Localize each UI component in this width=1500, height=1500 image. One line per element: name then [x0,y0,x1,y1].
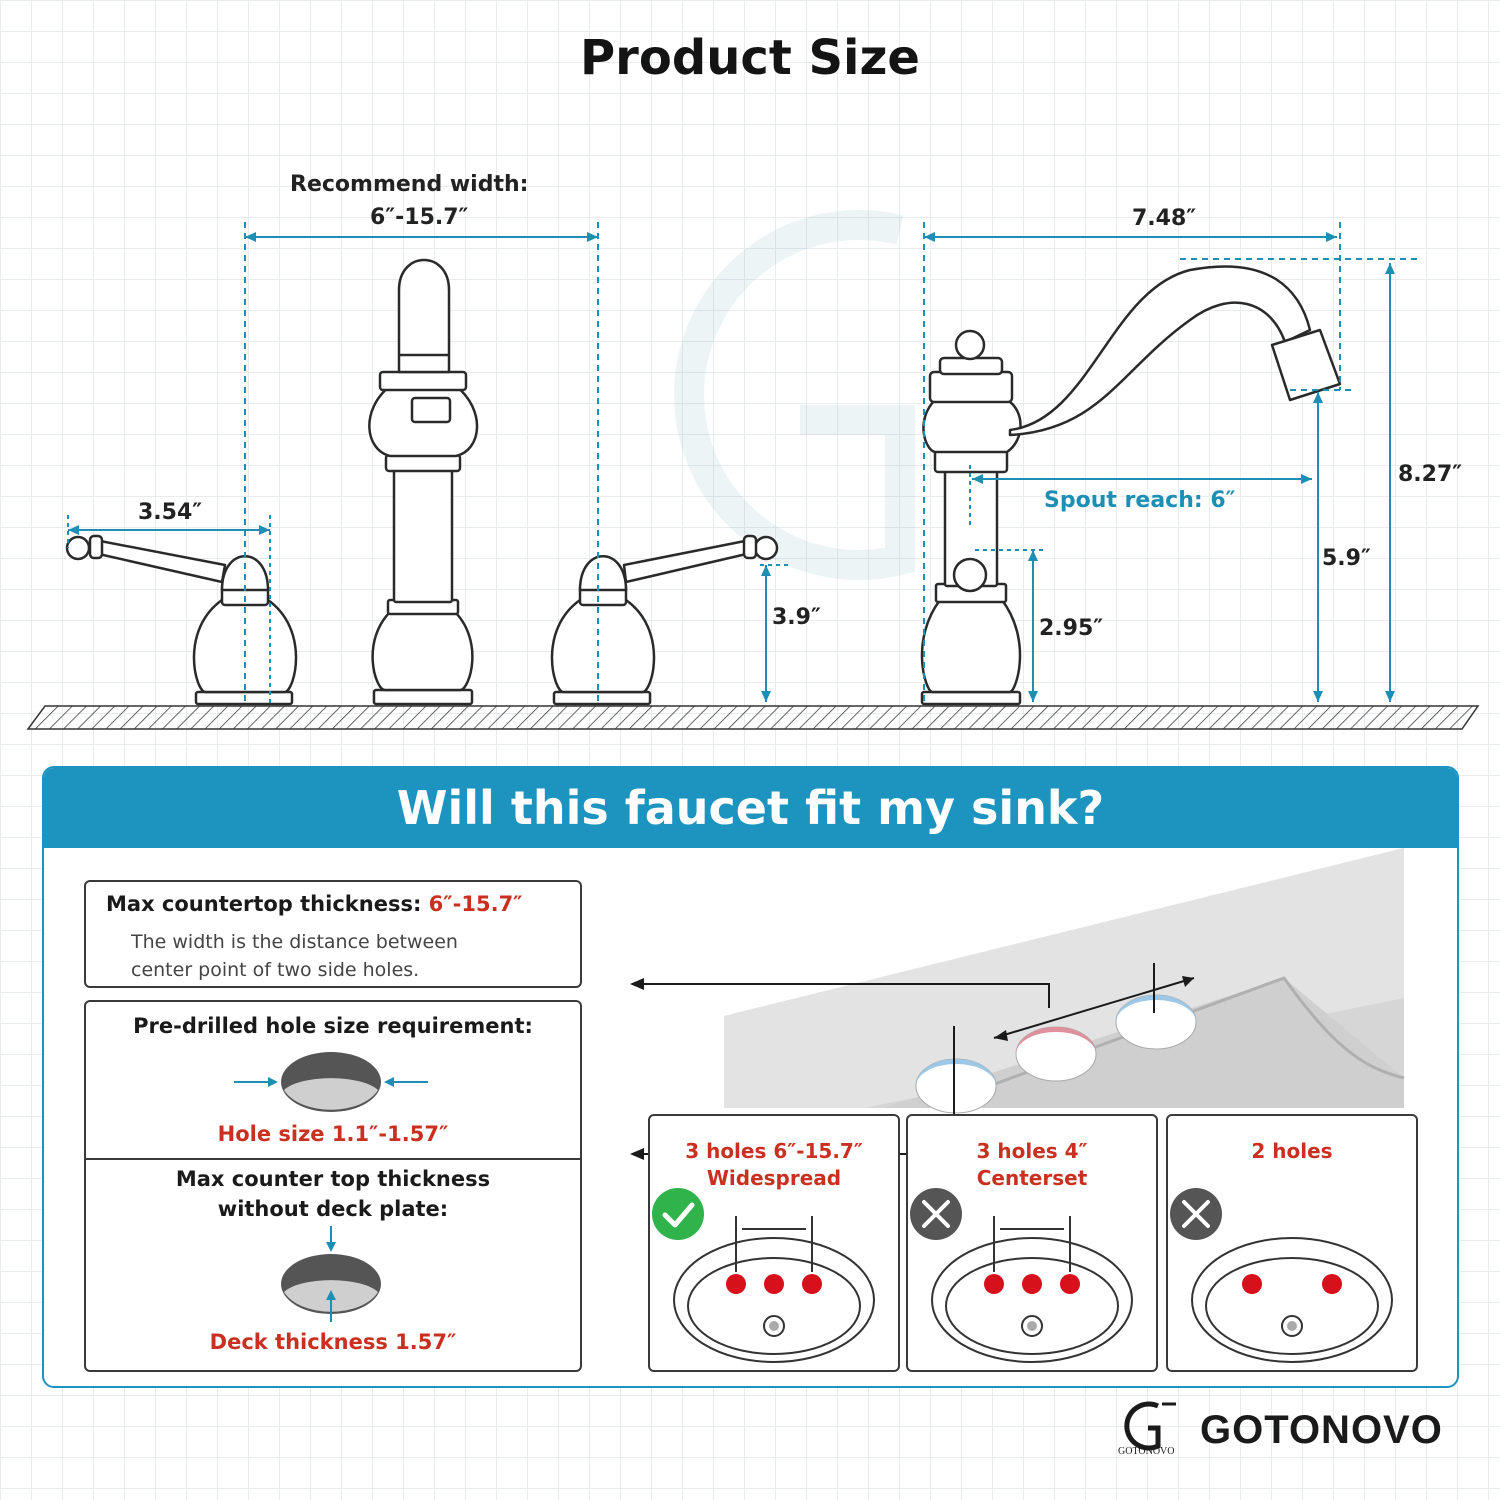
option-line2: Widespread [706,1166,842,1190]
hole-requirement-box: Pre-drilled hole size requirement: Hole … [84,1000,582,1372]
cross-icon [1170,1188,1222,1240]
center-spout-drawing [368,258,479,706]
brand-name: GOTONOVO [1200,1408,1443,1452]
thickness-note-line2: center point of two side holes. [131,959,420,981]
sink-basin-icon [1191,1237,1393,1363]
thickness-value: 6″-15.7″ [428,892,523,916]
right-handle-drawing [550,534,779,706]
cross-icon [910,1188,962,1240]
option-line1: 3 holes 6″-15.7″ [685,1139,863,1163]
base-height-label: 2.95″ [1039,616,1104,641]
divider [86,1158,580,1160]
countertop-holes [915,994,1197,1114]
option-line1: 3 holes 4″ [976,1139,1088,1163]
spout-reach-label: Spout reach: 6″ [1044,488,1236,513]
thickness-label: Max countertop thickness: [106,892,422,916]
total-height-label: 8.27″ [1398,462,1463,487]
left-handle-drawing [65,534,298,706]
spout-height-label: 5.9″ [1322,546,1371,571]
deck-thickness-label: Deck thickness 1.57″ [209,1330,457,1354]
sink-option-two-holes: 2 holes [1166,1114,1418,1372]
sink-basin-icon [673,1216,875,1363]
brand-logo-text: GOTONOVO [1118,1446,1175,1457]
fit-section: Will this faucet fit my sink? [42,766,1459,1388]
brand-logo: GOTONOVO [1118,1394,1188,1464]
hole-req-title: Pre-drilled hole size requirement: [133,1014,533,1038]
deck-title-line1: Max counter top thickness [175,1167,491,1191]
sink-option-widespread: 3 holes 6″-15.7″ Widespread [648,1114,900,1372]
countertop-hatch [26,705,1480,730]
handle-length-label: 3.54″ [138,500,203,525]
deck-thickness-icon [281,1226,381,1322]
thickness-box: Max countertop thickness: 6″-15.7″ The w… [84,880,582,988]
handle-height-label: 3.9″ [772,605,821,630]
spout-length-label: 7.48″ [1132,206,1197,231]
sink-basin-icon [931,1216,1133,1363]
fit-banner: Will this faucet fit my sink? [44,768,1457,848]
option-line2: Centerset [976,1166,1088,1190]
watermark-logo [674,210,915,580]
thickness-note-line1: The width is the distance between [131,931,458,953]
recommend-width-label: Recommend width: [290,172,529,197]
dimension-arrowheads [68,232,1395,702]
hole-size-label: Hole size 1.1″-1.57″ [217,1122,449,1146]
sink-option-centerset: 3 holes 4″ Centerset [906,1114,1158,1372]
check-icon [652,1188,704,1240]
faucet-dimension-diagram [26,210,1480,730]
deck-title-line2: without deck plate: [217,1197,449,1221]
hole-size-icon [234,1052,428,1112]
side-view-faucet-drawing [920,265,1342,706]
brand-g-icon [1124,1401,1176,1451]
page-title: Product Size [580,30,920,86]
recommend-width-value: 6″-15.7″ [370,205,469,230]
option-line1: 2 holes [1251,1139,1333,1163]
